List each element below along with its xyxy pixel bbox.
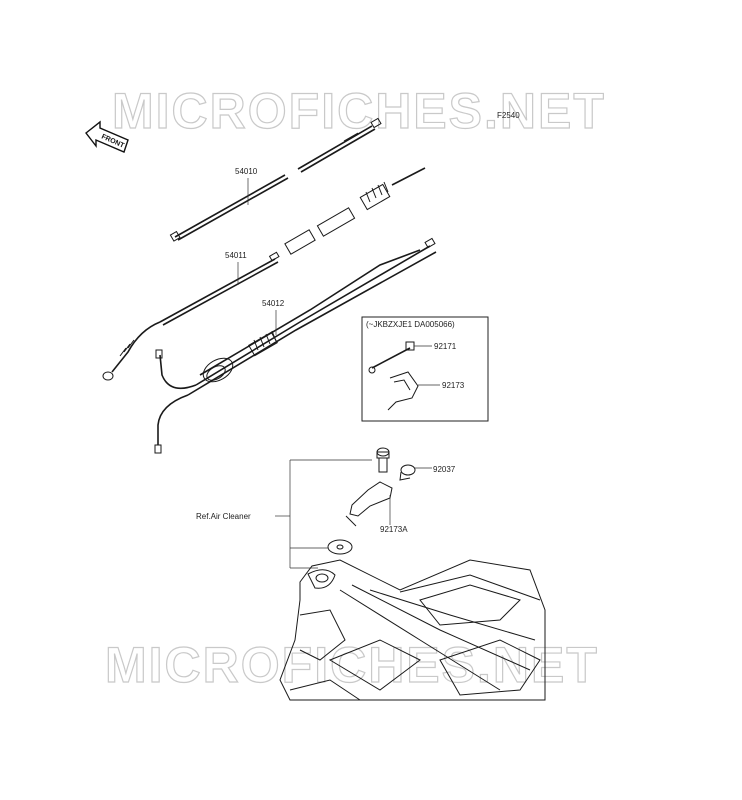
- washer-drawing: [327, 539, 353, 555]
- inset-condition: (~JKBZXJE1 DA005066): [366, 320, 455, 329]
- part-label-92173a: 92173A: [380, 525, 408, 534]
- part-label-92171: 92171: [434, 342, 457, 351]
- clutch-cable-54012-drawing: [154, 237, 437, 454]
- throttle-cable-54010-drawing: [169, 117, 382, 242]
- cable-adjuster-drawing: [284, 167, 426, 255]
- bracket-92173a-drawing: [345, 481, 393, 527]
- watermark-top: MICROFICHES.NET: [112, 83, 606, 139]
- part-label-54011: 54011: [225, 251, 247, 260]
- part-label-92037: 92037: [433, 465, 456, 474]
- air-cleaner-housing-drawing: [279, 559, 546, 701]
- reference-air-cleaner: Ref.Air Cleaner: [196, 512, 251, 521]
- part-label-92173: 92173: [442, 381, 465, 390]
- part-label-54012: 54012: [262, 299, 285, 308]
- choke-cable-54011-drawing: [102, 251, 280, 381]
- bracket-92173-drawing: [387, 371, 419, 411]
- clamp-92171-drawing: [368, 341, 415, 374]
- clamp-92037-drawing: [399, 464, 416, 481]
- inset-box: [361, 316, 489, 422]
- part-label-54010: 54010: [235, 167, 258, 176]
- bolt-drawing: [376, 447, 390, 473]
- watermark-bottom: MICROFICHES.NET: [105, 637, 599, 693]
- figure-code: F2540: [497, 111, 520, 120]
- reference-bracket: [275, 459, 372, 569]
